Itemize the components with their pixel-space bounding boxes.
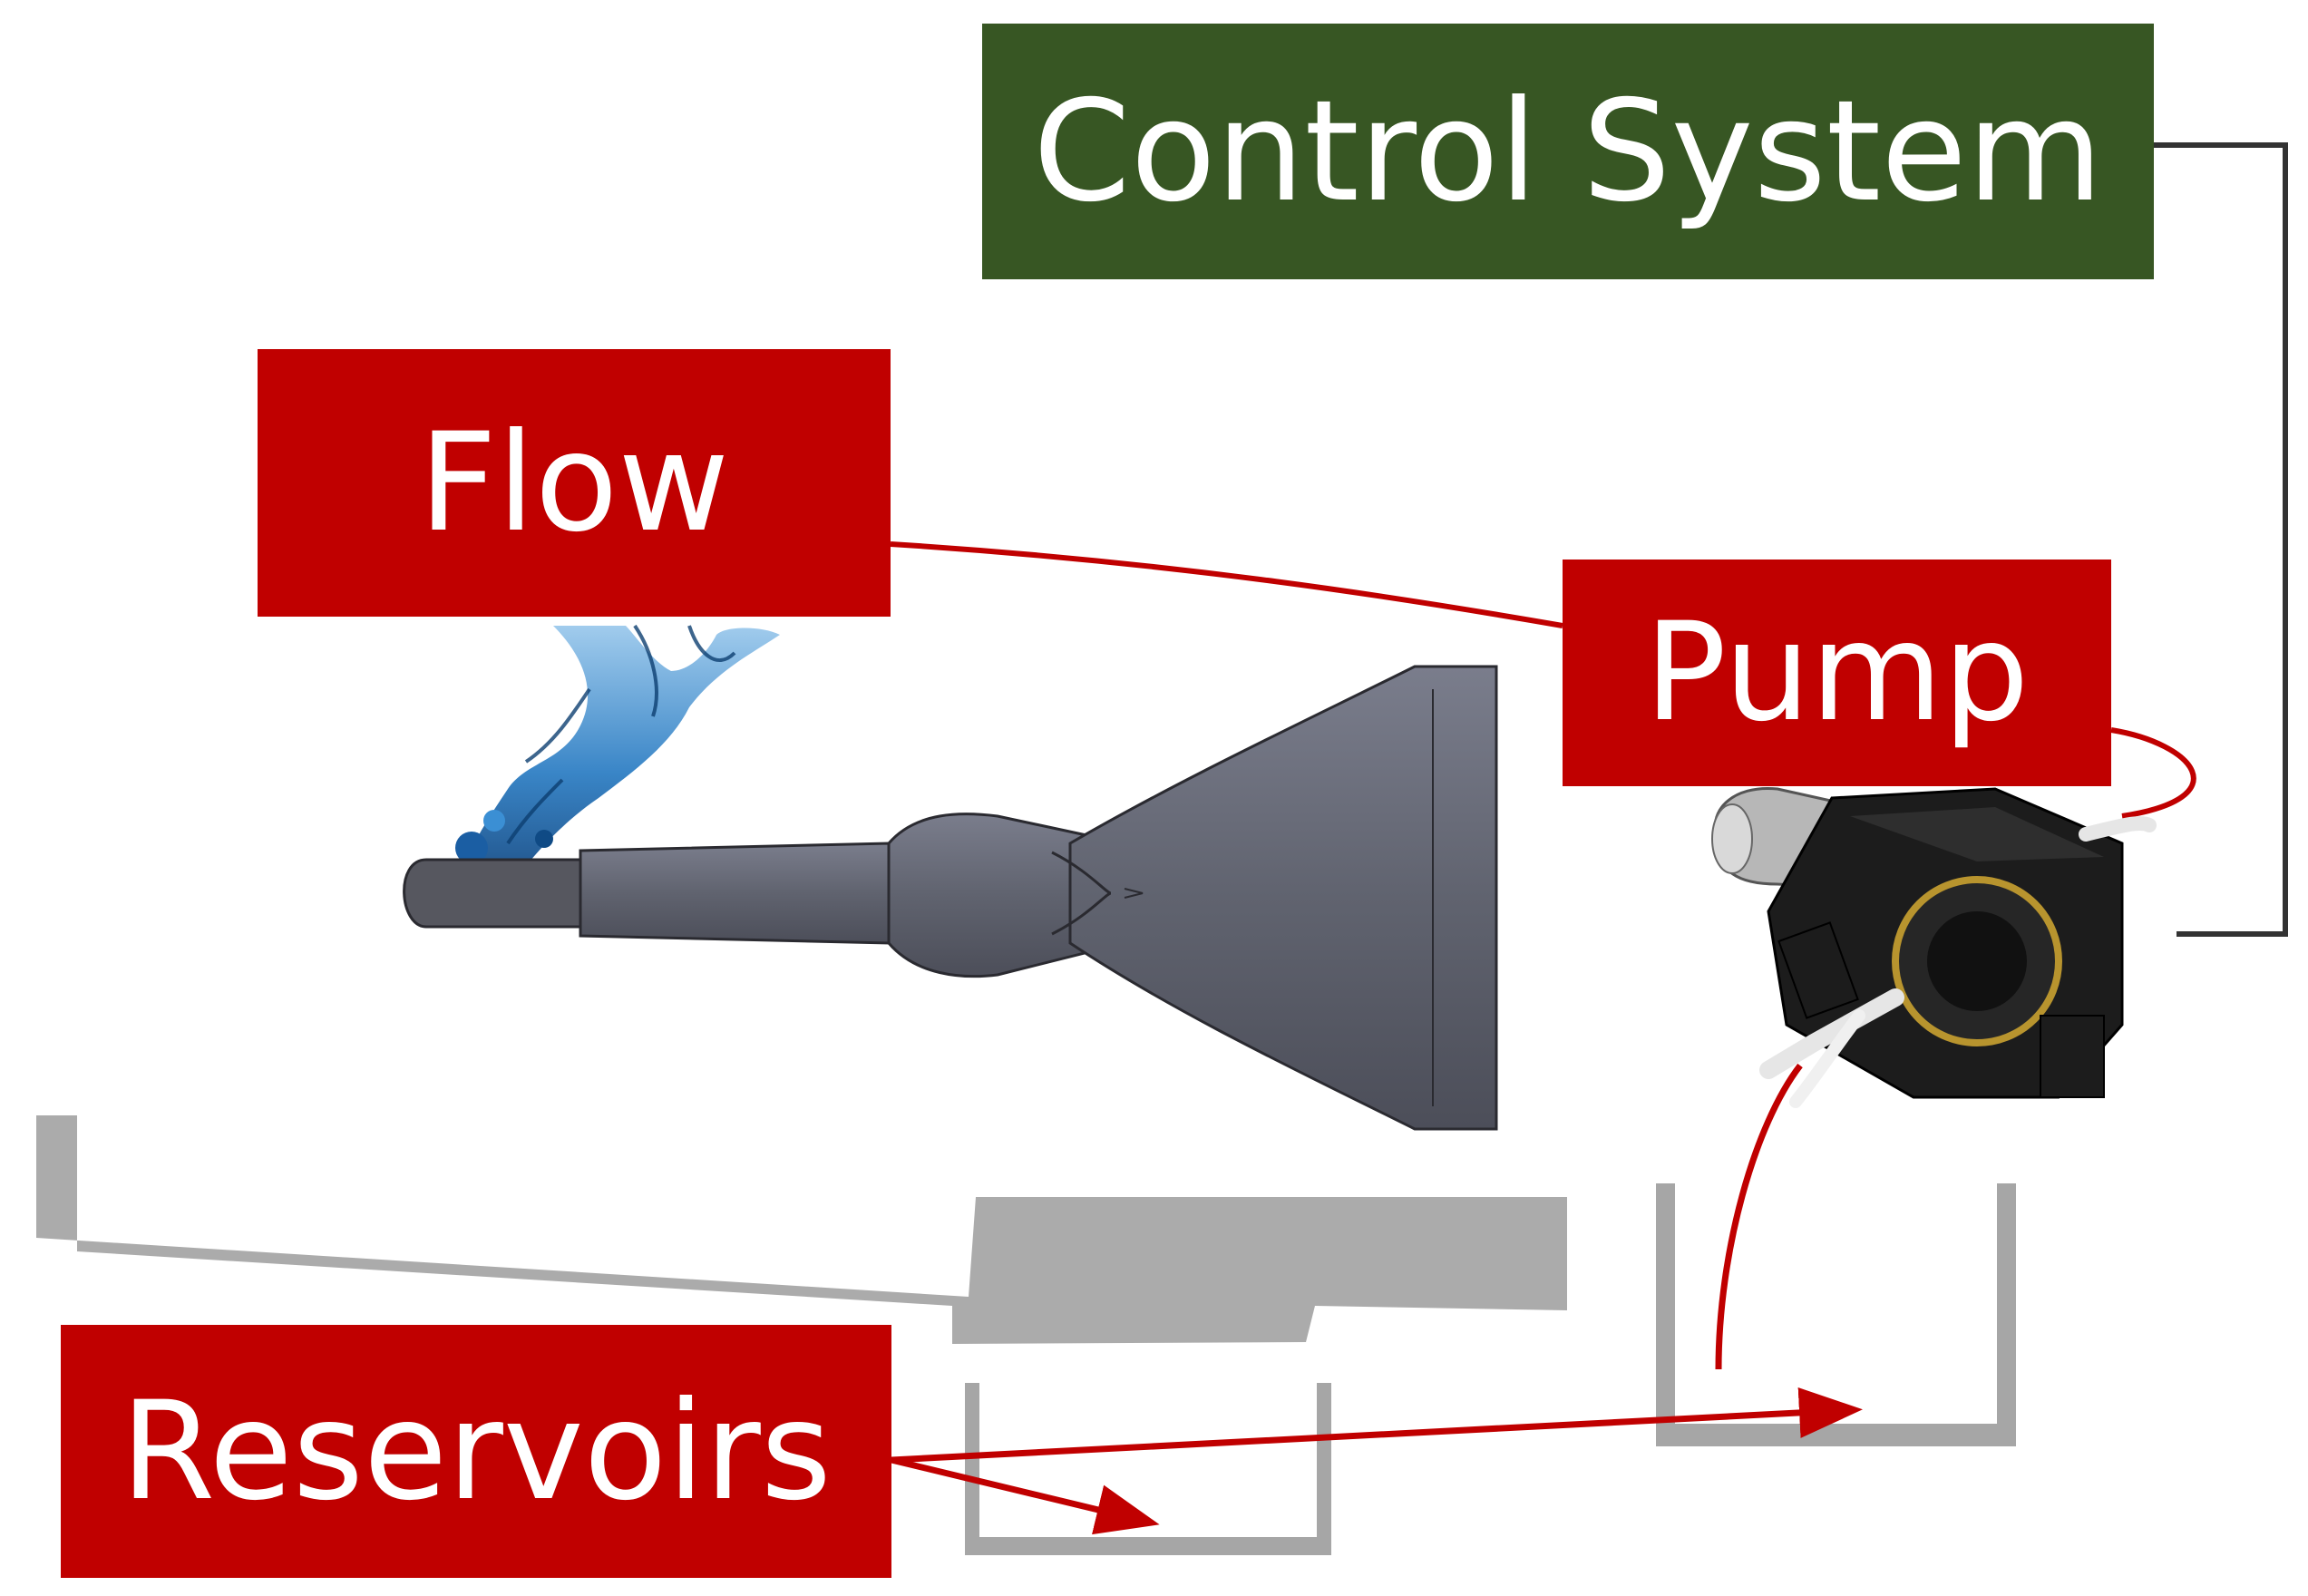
control-system-label: Control System [982,24,2154,279]
reservoirs-arrow-right [891,1387,1863,1464]
nozzle-icon [403,665,1498,1131]
flow-label-text: Flow [418,404,730,562]
peristaltic-pump-icon [1711,786,2157,1108]
collection-tray [36,1115,1567,1344]
water-splash-icon [455,624,780,871]
reservoir-right [1656,1183,2016,1446]
pump-label-text: Pump [1644,594,2030,752]
reservoir-left [965,1383,1331,1555]
flow-pump-connector-line [890,541,1563,628]
reservoirs-label: Reservoirs [61,1325,891,1578]
flow-label: Flow [258,349,891,617]
reservoirs-arrow-left [891,1456,1160,1535]
pump-outlet-tube [1715,1063,1803,1370]
pump-device-connector-line [2110,727,2196,819]
control-system-label-text: Control System [1033,70,2103,233]
control-connector-line [2154,142,2288,937]
reservoirs-label-text: Reservoirs [121,1372,832,1531]
pump-label: Pump [1563,560,2111,786]
